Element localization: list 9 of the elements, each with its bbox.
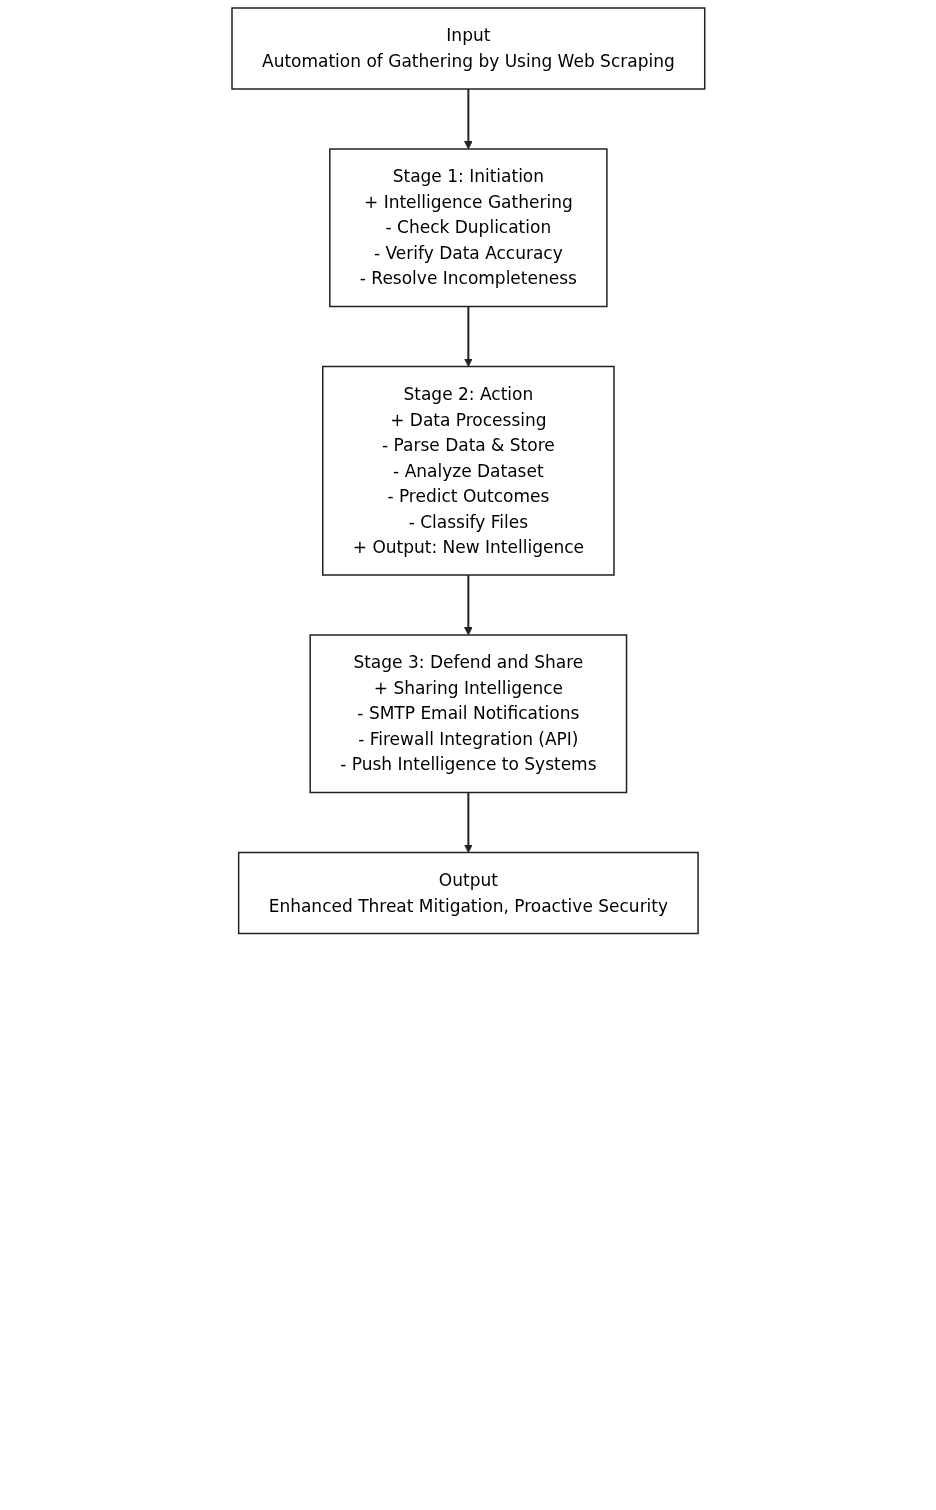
node-box: Input Automation of Gathering by Using Web Scraping — [230, 7, 706, 90]
arrow — [463, 791, 473, 853]
arrow — [463, 574, 473, 636]
node-box: Output Enhanced Threat Mitigation, Proactive Security — [237, 851, 699, 935]
node-box: Stage 1: Initiation + Intelligence Gathering - Check Duplication - Verify Data Accuracy - Resolve Incompleteness — [328, 148, 608, 308]
node-box: Stage 2: Action + Data Processing - Parse Data & Store - Analyze Dataset - Predict Outcomes - Classify Files + Output: New Intelligence — [321, 365, 615, 576]
arrow — [463, 88, 473, 150]
node-box: Stage 3: Defend and Share + Sharing Intelligence - SMTP Email Notifications - Firewall Integration (API) - Push Intelligence to Systems — [309, 634, 627, 794]
arrow — [463, 305, 473, 367]
